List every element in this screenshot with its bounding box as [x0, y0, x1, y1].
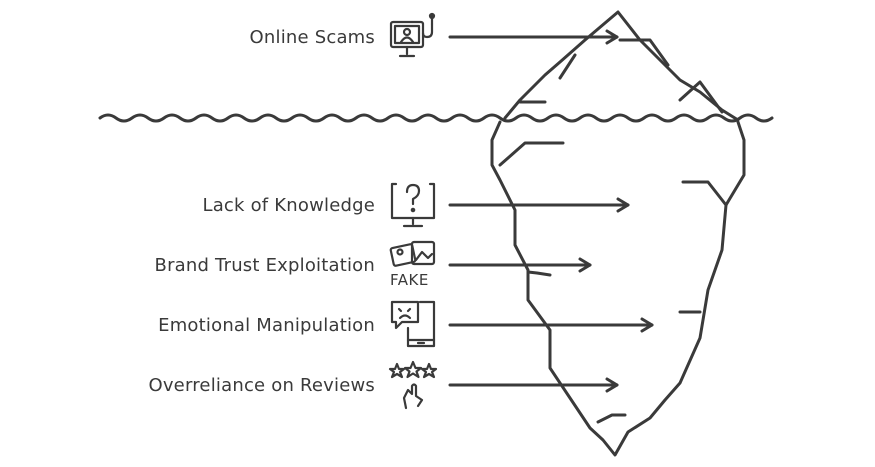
iceberg-tip [503, 10, 740, 122]
iceberg-crack-7 [526, 270, 552, 277]
iceberg-crack-9 [596, 413, 627, 424]
arrow-brand-trust [448, 257, 592, 273]
iceberg-tip-crack-3 [558, 53, 577, 80]
label-emotional-manipulation: Emotional Manipulation [158, 315, 375, 336]
label-lack-of-knowledge: Lack of Knowledge [202, 195, 375, 216]
iceberg-body [490, 120, 746, 457]
label-online-scams: Online Scams [249, 27, 375, 48]
monitor-question-icon [388, 180, 438, 230]
monitor-user-hook-icon [388, 12, 438, 62]
arrow-emotional-manipulation [448, 317, 654, 333]
arrow-lack-of-knowledge [448, 197, 630, 213]
arrow-overreliance [448, 377, 619, 393]
arrow-online-scams [448, 29, 619, 45]
iceberg-tip-crack-1 [618, 38, 670, 67]
fake-photo-icon [388, 240, 438, 290]
iceberg-tip-crack-4 [678, 80, 724, 114]
label-overreliance-on-reviews: Overreliance on Reviews [148, 375, 375, 396]
stars-hand-icon [388, 360, 438, 410]
phone-sad-face-icon [388, 298, 438, 348]
label-brand-trust-exploitation: Brand Trust Exploitation [154, 255, 375, 276]
fake-label: FAKE [390, 271, 429, 289]
iceberg-crack-5 [498, 141, 565, 167]
iceberg-crack-6 [681, 180, 728, 207]
water-line [98, 113, 774, 123]
